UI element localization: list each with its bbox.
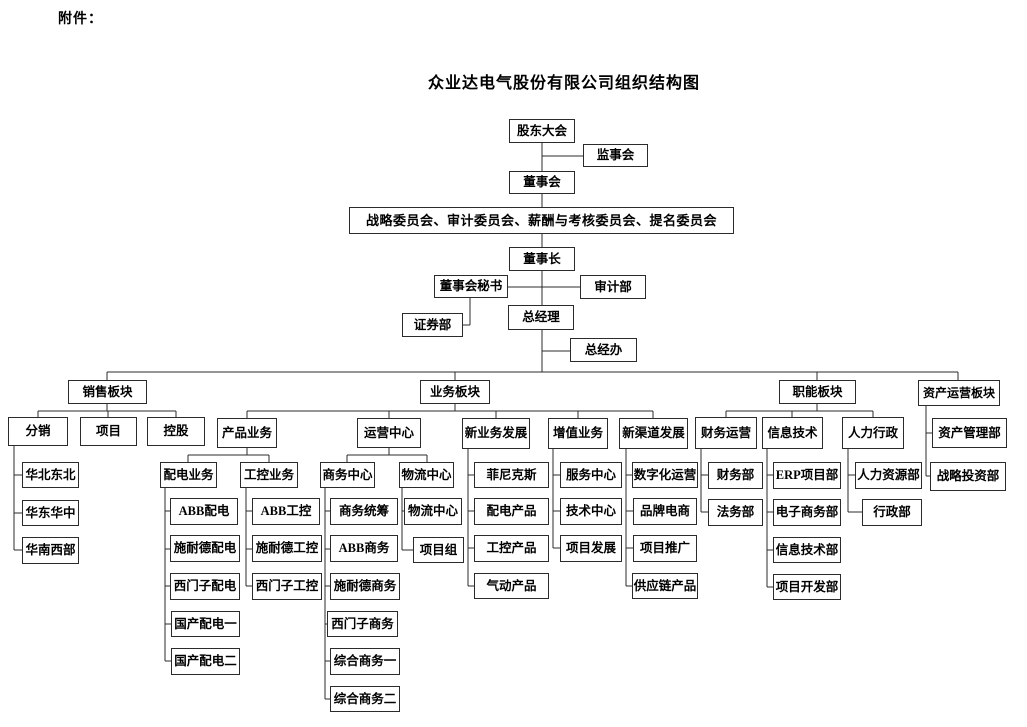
org-node-abb-power-distribution: ABB配电: [170, 498, 238, 525]
org-node-new-channel-dev: 新渠道发展: [619, 418, 688, 449]
org-node-pneumatic-products: 气动产品: [474, 573, 549, 599]
org-node-industrial-control-business: 工控业务: [240, 462, 298, 488]
org-node-information-technology: 信息技术: [762, 417, 823, 449]
org-node-project-promotion: 项目推广: [633, 535, 697, 562]
org-node-sales-segment: 销售板块: [68, 380, 147, 404]
org-node-finance-dept: 财务部: [708, 462, 763, 489]
org-node-new-business-dev: 新业务发展: [462, 418, 530, 449]
org-node-schneider-power-distribution: 施耐德配电: [170, 535, 240, 562]
org-node-domestic-power-distribution-2: 国产配电二: [171, 648, 240, 675]
org-node-gm-office: 总经办: [570, 338, 637, 362]
org-node-abb-industrial-control: ABB工控: [252, 498, 320, 525]
org-node-distribution: 分销: [8, 417, 68, 446]
org-node-audit-dept: 审计部: [580, 275, 646, 299]
org-node-board-of-directors: 董事会: [509, 171, 575, 194]
org-node-power-distribution-business: 配电业务: [160, 462, 217, 488]
org-node-south-china-west: 华南西部: [22, 537, 79, 564]
page-title: 众业达电气股份有限公司组织结构图: [428, 75, 701, 92]
org-node-board-secretary: 董事会秘书: [434, 275, 508, 298]
org-node-phoenix: 菲尼克斯: [474, 462, 549, 488]
org-node-info-tech-dept: 信息技术部: [773, 537, 841, 563]
org-node-project-development: 项目发展: [560, 535, 622, 562]
org-node-hr-admin: 人力行政: [842, 417, 904, 449]
org-node-schneider-industrial-control: 施耐德工控: [252, 535, 322, 562]
org-node-operations-center: 运营中心: [357, 418, 421, 448]
org-node-finance-operations: 财务运营: [695, 417, 757, 449]
org-node-technology-center: 技术中心: [560, 498, 622, 525]
org-node-general-commerce-2: 综合商务二: [330, 686, 400, 712]
org-node-siemens-industrial-control: 西门子工控: [252, 573, 322, 600]
org-node-logistics-center-sub: 物流中心: [404, 498, 462, 525]
org-node-domestic-power-distribution-1: 国产配电一: [171, 611, 240, 637]
org-node-east-china-central-china: 华东华中: [22, 500, 79, 526]
org-node-industrial-control-products: 工控产品: [474, 535, 549, 562]
org-node-power-products: 配电产品: [474, 498, 549, 525]
org-node-digital-operations: 数字化运营: [632, 462, 698, 488]
org-node-erp-project-dept: ERP项目部: [773, 462, 841, 489]
org-node-shareholders-meeting: 股东大会: [509, 119, 575, 143]
org-node-general-manager: 总经理: [508, 305, 574, 330]
org-node-business-segment: 业务板块: [420, 380, 490, 404]
org-node-hr-dept: 人力资源部: [855, 462, 922, 489]
org-node-project: 项目: [80, 417, 137, 446]
org-node-commerce-center: 商务中心: [320, 462, 375, 488]
attachment-label: 附件：: [58, 12, 103, 27]
org-node-chairman: 董事长: [509, 247, 575, 271]
org-node-schneider-commerce: 施耐德商务: [330, 573, 400, 600]
org-node-project-development-dept: 项目开发部: [773, 574, 841, 600]
org-node-admin-dept: 行政部: [862, 499, 922, 526]
org-node-supply-chain-products: 供应链产品: [632, 573, 698, 599]
org-node-siemens-commerce: 西门子商务: [327, 611, 398, 637]
org-node-strategic-investment-dept: 战略投资部: [930, 462, 1006, 491]
org-node-commerce-coordination: 商务统筹: [330, 498, 398, 525]
org-node-north-china-northeast: 华北东北: [22, 462, 79, 488]
org-node-committees: 战略委员会、审计委员会、薪酬与考核委员会、提名委员会: [349, 207, 734, 234]
org-node-e-commerce-dept: 电子商务部: [773, 499, 841, 526]
org-node-supervisory-board: 监事会: [583, 144, 648, 167]
org-node-holding: 控股: [147, 417, 205, 446]
org-node-asset-management-dept: 资产管理部: [932, 418, 1007, 448]
org-node-general-commerce-1: 综合商务一: [330, 648, 400, 675]
org-node-service-center: 服务中心: [560, 462, 622, 488]
org-node-brand-ecommerce: 品牌电商: [633, 498, 697, 525]
org-node-abb-commerce: ABB商务: [330, 535, 398, 562]
org-node-siemens-power-distribution: 西门子配电: [170, 573, 240, 600]
org-node-value-added-business: 增值业务: [548, 418, 608, 449]
org-node-securities-dept: 证券部: [402, 313, 463, 337]
org-node-legal-dept: 法务部: [708, 499, 763, 526]
org-node-logistics-center: 物流中心: [399, 462, 454, 488]
org-node-product-business: 产品业务: [217, 418, 277, 448]
org-node-asset-operation-segment: 资产运营板块: [918, 380, 1000, 406]
org-node-functional-segment: 职能板块: [779, 380, 856, 404]
org-node-project-team: 项目组: [413, 537, 464, 563]
